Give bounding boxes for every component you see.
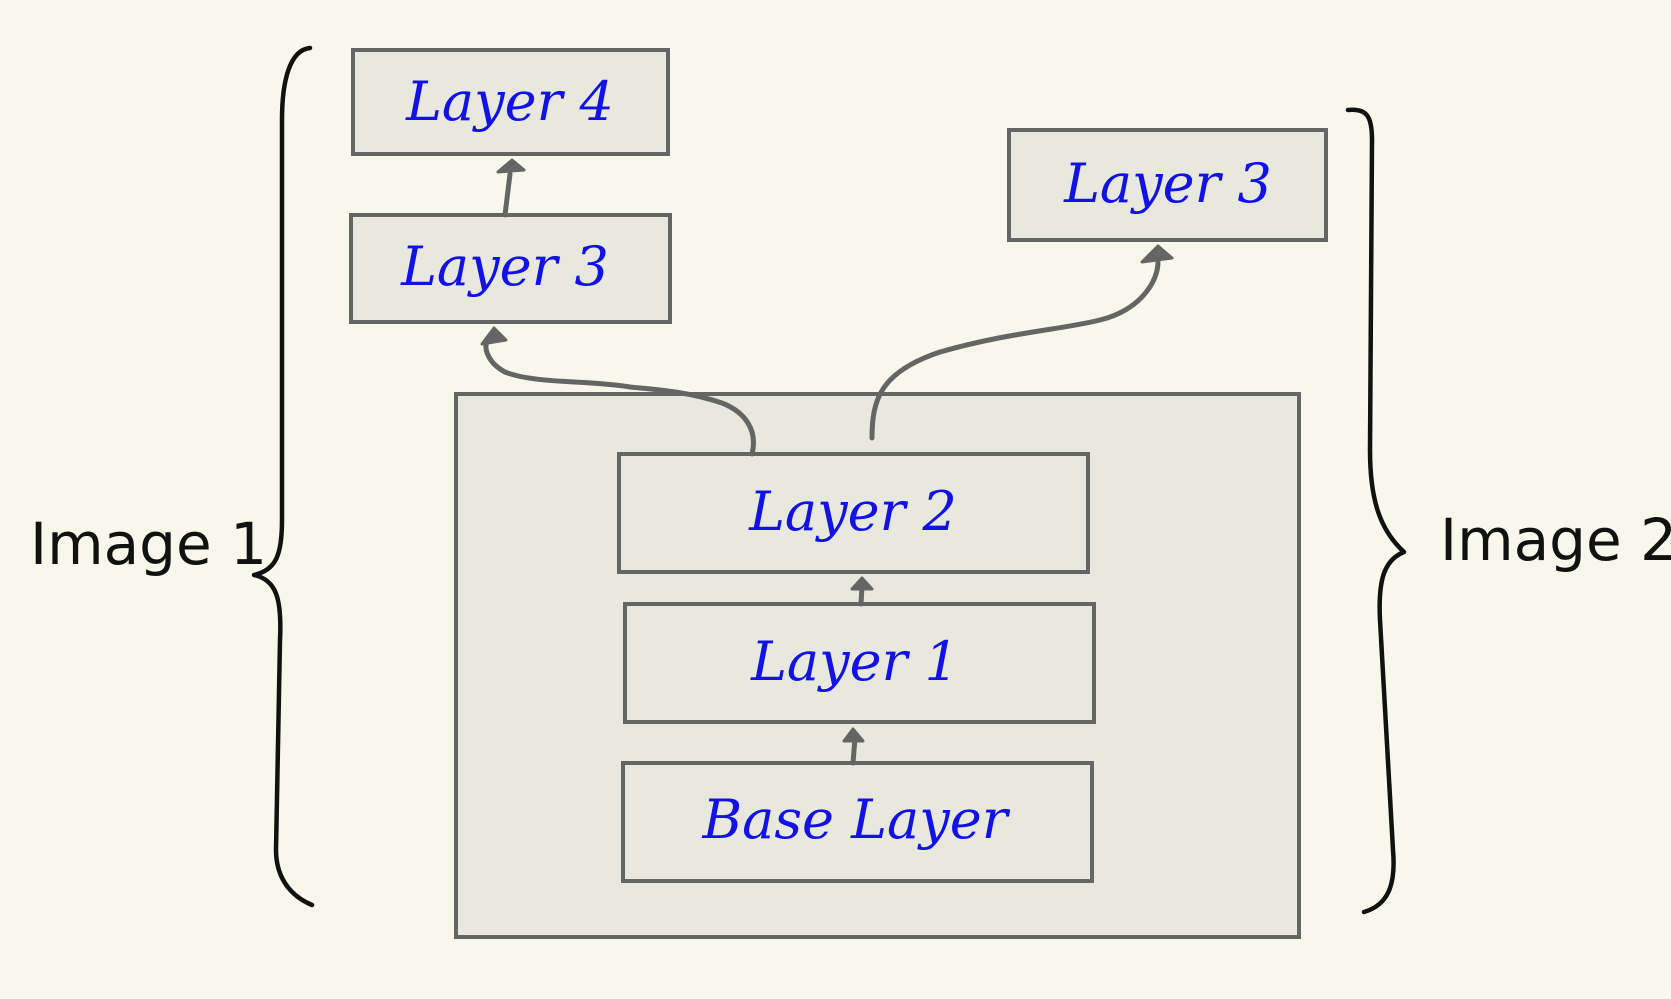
image1-layer4-box [351, 48, 670, 156]
image1-layer3-box [349, 213, 672, 324]
shared-layer1-label: Layer 1 [750, 630, 959, 693]
arrow-head-layer2-to-image1-layer3 [480, 326, 508, 346]
shared-base-layer-box [621, 761, 1094, 883]
arrow-layer3-to-layer4 [502, 171, 513, 218]
arrow-head-layer1-to-layer2 [850, 576, 874, 591]
image2-layer3-label: Layer 3 [1063, 152, 1272, 215]
image1-layer4-label: Layer 4 [405, 70, 614, 133]
shared-layer1-box [623, 602, 1096, 724]
image1-layer3-label: Layer 3 [400, 235, 609, 298]
image2-layer3-box [1007, 128, 1328, 242]
shared-base-layer-label: Base Layer [701, 788, 1010, 851]
shared-layer2-label: Layer 2 [748, 480, 957, 543]
arrow-head-base-to-layer1 [842, 727, 865, 743]
image1-brace [251, 45, 315, 908]
arrow-head-layer2-to-image2-layer3 [1140, 244, 1174, 264]
image1-label: Image 1 [30, 510, 267, 578]
shared-layer2-box [617, 452, 1090, 574]
image2-brace [1345, 107, 1407, 915]
arrow-layer2-to-image1-layer3 [483, 332, 756, 457]
image2-label: Image 2 [1440, 506, 1671, 574]
arrow-head-layer3-to-layer4 [496, 158, 526, 174]
arrow-layer2-to-image2-layer3 [869, 259, 1161, 441]
